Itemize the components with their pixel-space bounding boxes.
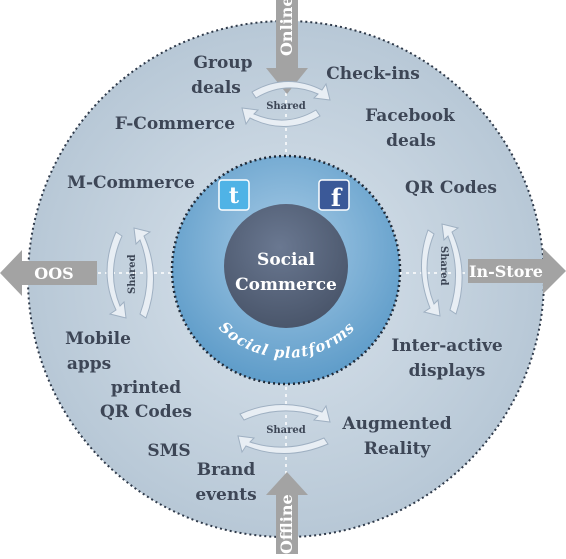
augmented-reality-label-1: Augmented <box>341 414 451 434</box>
oos-arrow: OOS <box>0 250 97 296</box>
shared-label-top: Shared <box>266 101 306 112</box>
qr-codes-label: QR Codes <box>405 178 497 198</box>
shared-cycle-left: Shared <box>106 227 154 319</box>
printed-qr-label-1: printed <box>111 378 181 398</box>
group-deals-label-1: Group <box>193 53 252 73</box>
offline-label: Offline <box>277 494 296 554</box>
twitter-icon-glyph: t <box>229 183 240 209</box>
in-store-label: In-Store <box>469 262 543 281</box>
shared-label-right: Shared <box>438 246 449 286</box>
core-title-line1: Social <box>257 250 315 270</box>
facebook-icon-glyph: f <box>331 183 343 212</box>
facebook-deals-label-1: Facebook <box>365 106 456 126</box>
shared-cycle-right: Shared <box>421 223 463 317</box>
in-store-arrow: In-Store <box>468 248 566 294</box>
interactive-displays-label-1: Inter-active <box>391 336 503 356</box>
facebook-icon: f <box>318 179 350 212</box>
mobile-apps-label-1: Mobile <box>65 329 131 349</box>
facebook-deals-label-2: deals <box>386 131 436 151</box>
brand-events-label-1: Brand <box>197 460 256 480</box>
shared-cycle-top: Shared <box>241 81 331 127</box>
core-title-line2: Commerce <box>235 275 337 295</box>
check-ins-label: Check-ins <box>326 64 420 84</box>
social-commerce-core <box>224 204 348 328</box>
augmented-reality-label-2: Reality <box>364 439 432 459</box>
shared-label-bottom: Shared <box>266 425 306 436</box>
twitter-icon: t <box>218 179 250 211</box>
m-commerce-label: M-Commerce <box>67 173 195 193</box>
printed-qr-label-2: QR Codes <box>100 402 192 422</box>
online-arrow: Online <box>266 0 308 94</box>
offline-arrow: Offline <box>266 472 308 554</box>
sms-label: SMS <box>147 441 190 461</box>
f-commerce-label: F-Commerce <box>115 114 235 134</box>
group-deals-label-2: deals <box>191 78 241 98</box>
shared-cycle-bottom: Shared <box>237 404 331 454</box>
mobile-apps-label-2: apps <box>67 354 111 374</box>
interactive-displays-label-2: displays <box>409 361 486 381</box>
oos-label: OOS <box>34 264 73 283</box>
shared-label-left: Shared <box>127 254 138 294</box>
brand-events-label-2: events <box>195 485 256 505</box>
online-label: Online <box>277 0 296 56</box>
